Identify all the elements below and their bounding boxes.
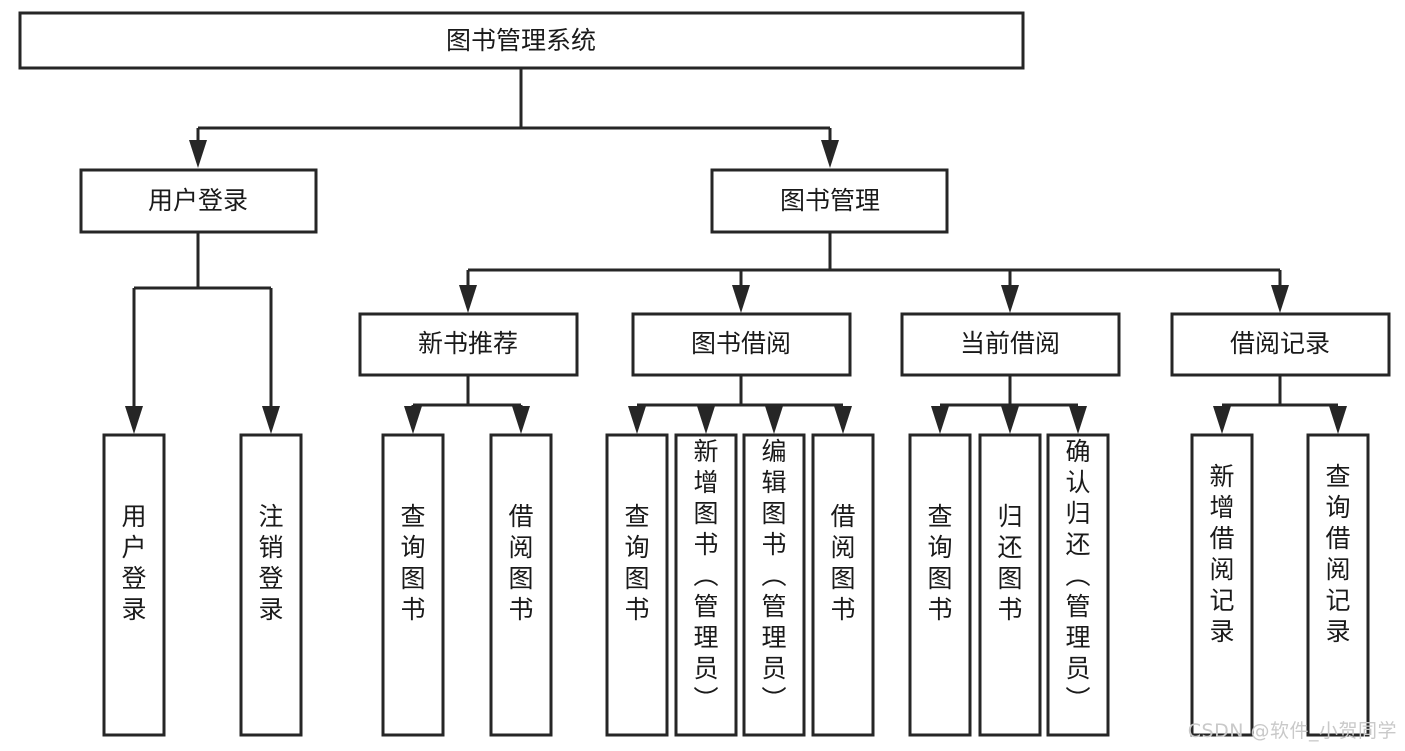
arrow-head-icon: [125, 406, 143, 434]
node-box: [489, 433, 553, 737]
connector-borrow-record-to-leaves: [1213, 375, 1347, 434]
connector-new-book-to-leaves: [404, 375, 530, 434]
node-box: [900, 312, 1121, 377]
arrow-head-icon: [1001, 406, 1019, 434]
node-label: 图书管理: [780, 186, 880, 215]
arrow-head-icon: [1271, 285, 1289, 313]
node-current-borrow[interactable]: 当前借阅: [900, 312, 1121, 377]
leaf-label: 注销登录: [258, 502, 283, 624]
leaf-borrow-record-query[interactable]: 查询借阅记录: [1306, 433, 1370, 737]
connector-book-borrow-to-leaves: [628, 375, 852, 434]
arrow-head-icon: [697, 406, 715, 434]
leaf-label: 新增借阅记录: [1209, 462, 1234, 646]
node-box: [710, 168, 949, 234]
leaf-user-login-signin[interactable]: 用户登录: [102, 433, 166, 737]
arrow-head-icon: [834, 406, 852, 434]
node-box: [978, 433, 1042, 737]
connector-book-manage-to-level3: [459, 232, 1289, 313]
leaf-label: 查询图书: [927, 502, 952, 624]
connector-current-borrow-to-leaves: [931, 375, 1087, 434]
leaf-label: 用户登录: [121, 502, 146, 624]
arrow-head-icon: [404, 406, 422, 434]
node-box: [1170, 312, 1391, 377]
leaf-borrow-record-add[interactable]: 新增借阅记录: [1190, 433, 1254, 737]
node-box: [358, 312, 579, 377]
leaf-label: 查询图书: [624, 502, 649, 624]
node-book-manage[interactable]: 图书管理: [710, 168, 949, 234]
node-box: [1306, 433, 1370, 737]
node-label: 借阅记录: [1230, 329, 1330, 358]
node-box: [18, 11, 1025, 70]
node-box: [742, 433, 806, 737]
leaf-book-borrow-borrow[interactable]: 借阅图书: [811, 433, 875, 737]
leaf-label: 借阅图书: [508, 502, 533, 624]
leaf-book-borrow-query[interactable]: 查询图书: [605, 433, 669, 737]
node-box: [1046, 433, 1110, 737]
arrow-head-icon: [765, 406, 783, 434]
node-box: [674, 433, 738, 737]
node-box: [102, 433, 166, 737]
node-label: 图书借阅: [691, 329, 791, 358]
arrow-head-icon: [931, 406, 949, 434]
leaf-new-book-borrow[interactable]: 借阅图书: [489, 433, 553, 737]
arrow-head-icon: [1213, 406, 1231, 434]
leaf-current-borrow-confirm[interactable]: 确认归还︵管理员︶: [1046, 433, 1110, 737]
node-label: 当前借阅: [960, 329, 1060, 358]
leaf-new-book-query[interactable]: 查询图书: [381, 433, 445, 737]
arrow-head-icon: [1329, 406, 1347, 434]
node-box: [381, 433, 445, 737]
arrow-head-icon: [262, 406, 280, 434]
node-new-book-recommend[interactable]: 新书推荐: [358, 312, 579, 377]
leaf-label: 确认归还︵管理员︶: [1065, 437, 1090, 714]
node-label: 图书管理系统: [446, 26, 596, 55]
leaf-current-borrow-return[interactable]: 归还图书: [978, 433, 1042, 737]
connector-user-login-to-leaves: [125, 232, 280, 434]
arrow-head-icon: [512, 406, 530, 434]
node-box: [79, 168, 318, 234]
leaf-label: 查询图书: [400, 502, 425, 624]
leaf-label: 新增图书︵管理员︶: [693, 437, 718, 714]
node-label: 新书推荐: [418, 329, 518, 358]
node-box: [239, 433, 303, 737]
arrow-head-icon: [189, 140, 207, 168]
node-box: [605, 433, 669, 737]
arrow-head-icon: [732, 285, 750, 313]
node-borrow-record[interactable]: 借阅记录: [1170, 312, 1391, 377]
leaf-label: 归还图书: [997, 502, 1022, 624]
arrow-head-icon: [1001, 285, 1019, 313]
arrow-head-icon: [459, 285, 477, 313]
node-box: [811, 433, 875, 737]
leaf-user-login-signout[interactable]: 注销登录: [239, 433, 303, 737]
node-box: [1190, 433, 1254, 737]
leaf-book-borrow-add[interactable]: 新增图书︵管理员︶: [674, 433, 738, 737]
arrow-head-icon: [1069, 406, 1087, 434]
node-user-login[interactable]: 用户登录: [79, 168, 318, 234]
node-box: [631, 312, 852, 377]
leaf-label: 编辑图书︵管理员︶: [761, 437, 786, 714]
node-root-system[interactable]: 图书管理系统: [18, 11, 1025, 70]
leaf-current-borrow-query[interactable]: 查询图书: [908, 433, 972, 737]
leaf-book-borrow-edit[interactable]: 编辑图书︵管理员︶: [742, 433, 806, 737]
arrow-head-icon: [628, 406, 646, 434]
node-book-borrow[interactable]: 图书借阅: [631, 312, 852, 377]
leaf-label: 查询借阅记录: [1325, 462, 1350, 646]
leaf-label: 借阅图书: [830, 502, 855, 624]
node-label: 用户登录: [148, 186, 248, 215]
node-box: [908, 433, 972, 737]
connector-root-to-level2: [189, 68, 839, 168]
arrow-head-icon: [821, 140, 839, 168]
